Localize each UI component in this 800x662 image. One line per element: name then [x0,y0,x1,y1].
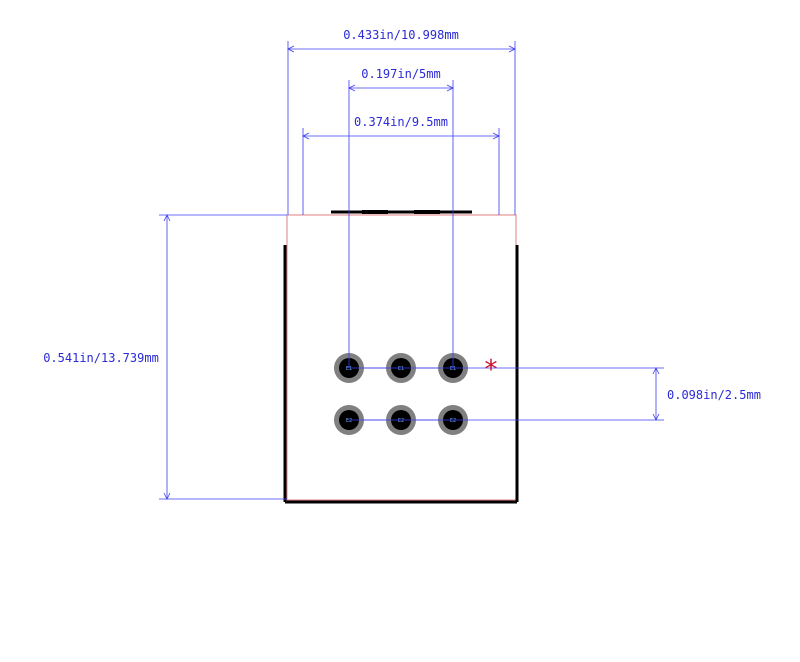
pad-dimension-overlay [348,353,468,421]
pad-label: E1 [346,366,352,372]
dim-label-pin-pitch: 0.197in/5mm [361,67,440,81]
dim-label-row-pitch: 0.098in/2.5mm [667,388,761,402]
pin1-marker: * [485,355,498,385]
dim-label-body-width: 0.374in/9.5mm [354,115,448,129]
dim-label-body-height: 0.541in/13.739mm [43,351,159,365]
pad-label: E2 [398,418,404,424]
dimension-arrows [163,45,660,500]
pad-label: E2 [450,418,456,424]
pad-label: E1 [450,366,456,372]
dimension-lines [159,41,664,500]
dim-label-total-width: 0.433in/10.998mm [343,28,459,42]
silkscreen-outline [283,210,519,504]
pad-label: E2 [346,418,352,424]
pad-label: E1 [398,366,404,372]
